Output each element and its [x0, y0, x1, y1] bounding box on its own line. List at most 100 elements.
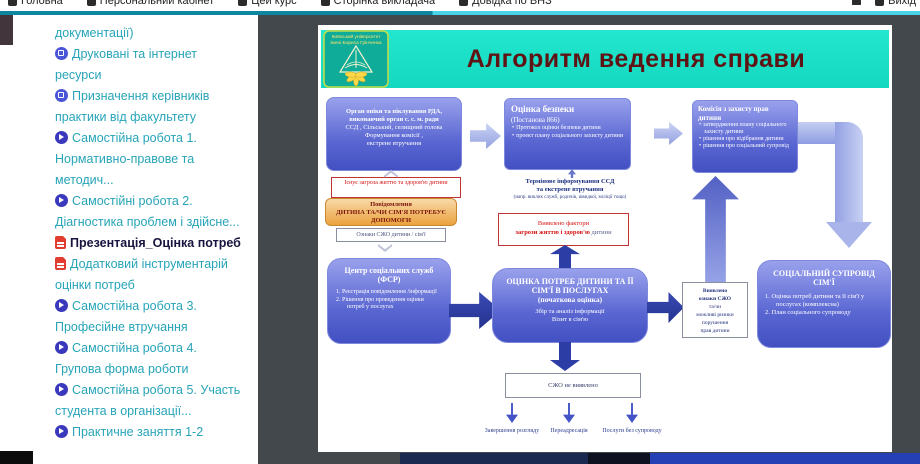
- assign-icon: [55, 383, 68, 396]
- sidebar-item-label: Самостійна робота 4. Групова форма робот…: [55, 341, 197, 376]
- bottom-label: Завершення розгляду: [484, 428, 540, 434]
- course-sidebar: документації) Друковані та інтернет ресур…: [0, 15, 258, 464]
- top-navbar: Головна Персональний кабінет Цей курс Сторі…: [0, 0, 920, 11]
- box-faktory-zagrozy: Виявлено фактори загрози життю і здоров'…: [498, 213, 629, 246]
- top-navbar-items: Головна Персональний кабінет Цей курс Сторі…: [0, 0, 920, 11]
- assign-icon: [55, 299, 68, 312]
- sidebar-item-label: Призначення керівників практики від факу…: [55, 89, 210, 124]
- list-line: План соціального супроводу: [771, 309, 851, 316]
- slide-title: Алгоритм ведення справи: [466, 44, 806, 73]
- sidebar-item[interactable]: Самостійна робота 3. Професійне втручанн…: [55, 296, 241, 338]
- list-line: прав дитини: [700, 328, 730, 334]
- logout-label: Вихід: [888, 0, 916, 7]
- block-arrow-right-icon: [647, 292, 684, 323]
- list-line: порушення: [701, 320, 729, 326]
- assign-icon: [55, 131, 68, 144]
- sidebar-item[interactable]: Практичне заняття 1-2: [55, 422, 241, 443]
- elbow-arrow-head: [826, 222, 872, 248]
- box-komisiya: Комісія з захисту прав дитини затверджен…: [692, 100, 798, 173]
- taskbar-segment[interactable]: [400, 453, 588, 464]
- elbow-arrow-segment: [835, 122, 863, 224]
- slide-header: Київський університет імені Бориса Грінч…: [321, 30, 889, 88]
- sidebar-item[interactable]: Самостійна робота 5. Участь студента в о…: [55, 380, 241, 422]
- scrollbar-fragment[interactable]: [0, 15, 13, 45]
- bell-icon[interactable]: [852, 0, 862, 5]
- list-line: проект плану соціального захисту дитини: [511, 133, 624, 141]
- grid-icon: [238, 0, 248, 6]
- sidebar-item-label: Самостійні робота 2. Діагностика проблем…: [55, 194, 240, 229]
- nav-item[interactable]: Головна: [8, 0, 63, 7]
- list-line: ознаки СЖО: [698, 296, 732, 302]
- taskbar-segment[interactable]: [650, 453, 920, 464]
- block-arrow-down-icon: [550, 342, 580, 371]
- list-line: можливі ризики: [696, 312, 734, 318]
- box-sotsialnyi-suprovid: СОЦІАЛЬНИЙ СУПРОВІД СІМ'Ї Оцінка потреб …: [757, 260, 891, 348]
- sidebar-item[interactable]: Самостійна робота 4. Групова форма робот…: [55, 338, 241, 380]
- block-arrow-right-icon: [470, 123, 501, 149]
- chevron-down-icon: [378, 244, 392, 252]
- menu-icon: [875, 0, 885, 6]
- list-line: рішення про відібрання дитини: [698, 136, 792, 143]
- list-line: Оцінка потреб дитини та її сім'ї у послу…: [771, 293, 865, 308]
- list-line: та/чи: [708, 304, 722, 310]
- sidebar-item[interactable]: Самостійна робота 1. Нормативно-правове …: [55, 128, 241, 191]
- bottom-label: Послуги без супроводу: [602, 428, 662, 434]
- list-line: рішення про соціальний супровід: [698, 143, 792, 150]
- bottom-label: Переадресація: [550, 428, 588, 434]
- sidebar-item-label: Презентація_Оцінка потреб: [70, 236, 241, 250]
- thin-arrow-down-icon: [563, 403, 575, 423]
- grid-icon: [8, 0, 17, 6]
- block-arrow-right-icon: [654, 122, 683, 145]
- box-otsinka-bezpeky: Оцінка безпеки (Постанова 866) Протокол …: [504, 98, 631, 170]
- page-icon: [320, 0, 330, 6]
- sidebar-item[interactable]: Презентація_Оцінка потреб: [55, 233, 241, 254]
- slide-page: Київський університет імені Бориса Грінч…: [318, 25, 892, 452]
- taskbar-segment[interactable]: [588, 453, 650, 464]
- nav-item-label: Персональний кабінет: [99, 0, 215, 7]
- sidebar-item-label: Друковані та інтернет ресурси: [55, 47, 198, 82]
- nav-item[interactable]: Персональний кабінет: [86, 0, 215, 7]
- sidebar-item[interactable]: Самостійні робота 2. Діагностика проблем…: [55, 191, 241, 233]
- thin-arrow-down-icon: [626, 403, 638, 423]
- logout-menu-item[interactable]: Вихід: [875, 0, 916, 7]
- box-zagroza: Існує загроза життю та здоров'ю дитини: [331, 177, 461, 198]
- assign-icon: [55, 341, 68, 354]
- block-arrow-up-icon: [692, 176, 739, 282]
- list-line: затвердження плану соціального захисту д…: [698, 122, 792, 136]
- box-otsinka-potreb: ОЦІНКА ПОТРЕБ ДИТИНИ ТА ЇЇ СІМ'Ї В ПОСЛУ…: [492, 268, 648, 343]
- nav-item[interactable]: Довідка по ВНЗ: [459, 0, 552, 7]
- nav-item-label: Цей курс: [251, 0, 297, 7]
- pdf-icon: [55, 236, 66, 249]
- sidebar-item[interactable]: Призначення керівників практики від факу…: [55, 86, 241, 128]
- sidebar-item[interactable]: Додатковий інструментарій оцінки потреб: [55, 254, 241, 296]
- sidebar-item-label: Самостійна робота 3. Професійне втручанн…: [55, 299, 197, 334]
- nav-item-label: Довідка по ВНЗ: [472, 0, 552, 7]
- presentation-viewer: Київський університет імені Бориса Грінч…: [258, 15, 920, 464]
- thin-arrow-down-icon: [506, 403, 518, 423]
- terminove-text: Термінове інформування ССД та екстрене в…: [513, 178, 627, 200]
- sidebar-item-label: Самостійна робота 1. Нормативно-правове …: [55, 131, 197, 187]
- nav-item-label: Головна: [21, 0, 63, 7]
- assign-icon: [55, 425, 68, 438]
- university-emblem: Київський університет імені Бориса Грінч…: [323, 30, 389, 93]
- accent-bar: [0, 11, 920, 15]
- list-line: Реєстрація повідомлення /інформації: [342, 289, 437, 295]
- url-icon: [55, 47, 68, 60]
- pdf-icon: [55, 257, 66, 270]
- list-line: Рішення про проведення оцінки потреб у п…: [342, 296, 424, 311]
- assign-icon: [55, 194, 68, 207]
- nav-item[interactable]: Сторінка викладача: [320, 0, 435, 7]
- nav-item[interactable]: Цей курс: [238, 0, 297, 7]
- box-povidomlennya: Повідомлення ДИТИНА ТА/ЧИ СІМ'Я ПОТРЕБУЄ…: [325, 198, 457, 226]
- course-resource-list: документації) Друковані та інтернет ресур…: [55, 23, 241, 443]
- box-oznaky-szho: Ознаки СЖО дитини / сім'ї: [336, 228, 446, 242]
- sidebar-item[interactable]: Друковані та інтернет ресурси: [55, 44, 241, 86]
- emblem-text-1: Київський університет: [332, 33, 382, 40]
- sidebar-item-label: Практичне заняття 1-2: [72, 425, 204, 439]
- sidebar-item[interactable]: документації): [55, 23, 241, 44]
- help-icon: [459, 0, 469, 6]
- emblem-text-2: імені Бориса Грінченка: [330, 40, 381, 46]
- user-icon: [86, 0, 96, 6]
- mini-arrow-up-icon: [568, 169, 576, 178]
